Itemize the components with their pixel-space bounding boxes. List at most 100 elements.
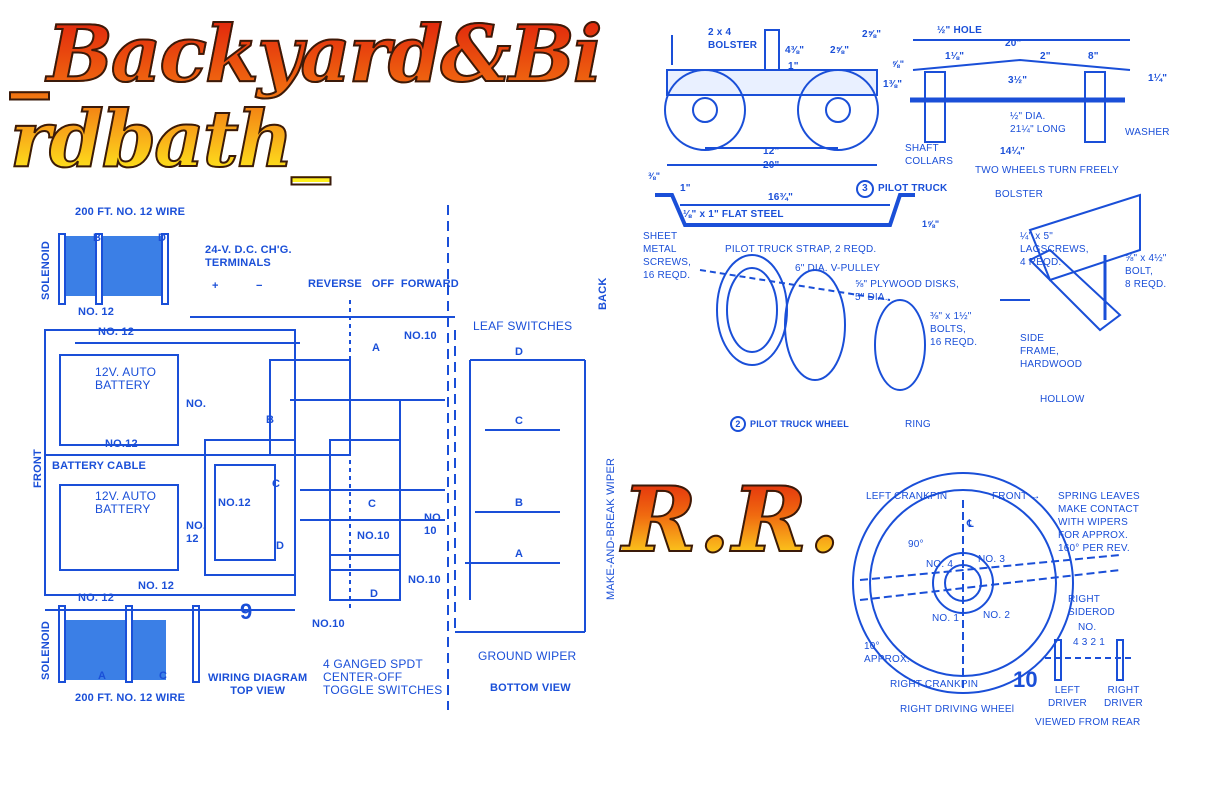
angle-90-label: 90° xyxy=(908,539,924,550)
switch-b-label: B xyxy=(266,414,275,426)
dimension-label: 20" xyxy=(763,160,780,171)
switch-d-label: D xyxy=(370,588,379,600)
front-arrow-label: FRONT → xyxy=(992,491,1041,502)
solenoid-top-label: SOLENOID xyxy=(40,240,52,300)
right-driving-wheel-label: RIGHT DRIVING WHEEl xyxy=(900,704,1015,715)
dimension-label: 16¾" xyxy=(768,192,794,203)
switch-positions-label: REVERSE OFF FORWARD xyxy=(308,278,459,290)
dimension-label: 1" xyxy=(788,61,799,72)
dimension-label: 1¼" xyxy=(1148,73,1168,84)
shaft-label: ½" DIA. 21¼" LONG xyxy=(1010,111,1066,135)
wire-gauge-label: NO. xyxy=(186,398,207,410)
battery-cable-label: BATTERY CABLE xyxy=(52,460,147,472)
washer-label: WASHER xyxy=(1125,127,1170,138)
bottom-view-caption: BOTTOM VIEW xyxy=(490,682,571,694)
figure-10-number: 10 xyxy=(1013,667,1038,692)
dimension-label: 1⅝" xyxy=(922,219,940,229)
left-crankpin-label: LEFT CRANKPIN xyxy=(866,491,948,502)
bolster-label: BOLSTER xyxy=(995,189,1044,200)
wire-gauge-label: NO.10 xyxy=(404,330,437,342)
wire-gauge-label: NO. 12 xyxy=(138,580,175,592)
leaf-c-label: C xyxy=(515,415,524,427)
figure-9-number: 9 xyxy=(240,599,253,624)
pin-order-label: 4 3 2 1 xyxy=(1073,637,1105,648)
dimension-label: 1⅜" xyxy=(883,79,903,90)
wire-gauge-label: NO.10 xyxy=(357,530,390,542)
terminals-label: 24-V. D.C. CH'G. TERMINALS xyxy=(205,244,292,269)
switch-c-label: C xyxy=(368,498,377,510)
ring-label: RING xyxy=(905,419,931,430)
switch-a-label: A xyxy=(372,342,381,354)
viewed-from-rear-label: VIEWED FROM REAR xyxy=(1035,717,1141,728)
coil-a-label: A xyxy=(98,670,107,682)
dimension-label: 2⅝" xyxy=(862,29,882,40)
wire-gauge-label: NO. 10 xyxy=(424,512,445,537)
leaf-a-label: A xyxy=(515,548,524,560)
bolster-2x4-label: 2 x 4 BOLSTER xyxy=(708,27,758,51)
dimension-label: 2⅝" xyxy=(830,45,850,56)
main-title: _Backyard&Birdbath_ xyxy=(9,11,625,183)
solenoid-top xyxy=(58,233,169,305)
pilot-truck-strap xyxy=(655,193,915,227)
front-label: FRONT xyxy=(32,449,44,488)
flat-steel-label: ⅛" x 1" FLAT STEEL xyxy=(683,209,784,220)
dimension-label: 4⅜" xyxy=(785,45,805,56)
dimension-label: 1⅛" xyxy=(945,51,965,62)
sheet-metal-screws-label: SHEET METAL SCREWS, 16 REQD. xyxy=(643,231,692,281)
wire-gauge-label: NO. 12 xyxy=(78,592,115,604)
bottom-view-lines xyxy=(455,359,586,633)
side-frame-label: SIDE FRAME, HARDWOOD xyxy=(1020,333,1083,370)
bolt-label: ⅝" x 4½" BOLT, 8 REQD. xyxy=(1125,253,1167,290)
leaf-b-label: B xyxy=(515,497,524,509)
coil-c-label: C xyxy=(159,670,168,682)
dimension-label: ⅝" xyxy=(892,59,905,69)
back-label: BACK xyxy=(597,277,609,310)
pilot-truck-axle xyxy=(910,39,1131,143)
pin-no3-label: NO. 3 xyxy=(978,554,1006,565)
centerline-symbol: ℄ xyxy=(967,519,974,530)
wiring-lines xyxy=(44,205,456,710)
relay-c-label: C xyxy=(272,478,281,490)
strap-label: PILOT TRUCK STRAP, 2 REQD. xyxy=(725,244,877,255)
pilot-truck-wheel-caption: PILOT TRUCK WHEEL xyxy=(750,419,849,429)
leaf-switches-label: LEAF SWITCHES xyxy=(473,319,573,333)
right-siderod-label: RIGHT SIDEROD xyxy=(1068,594,1115,618)
battery-1-label: 12V. AUTO BATTERY xyxy=(95,365,157,392)
bolster-assembly xyxy=(1000,193,1141,332)
wire-gauge-label: NO. 12 xyxy=(186,520,207,545)
solenoid-bottom-label: SOLENOID xyxy=(40,620,52,680)
dimension-label: 2" xyxy=(1040,51,1051,62)
dimension-label: ⅜" xyxy=(648,171,661,181)
plus-terminal: + xyxy=(212,280,219,292)
dimension-label: 8" xyxy=(1088,51,1099,62)
wiper-label: MAKE-AND-BREAK WIPER xyxy=(605,457,617,600)
pulley-label: 6" DIA. V-PULLEY xyxy=(795,263,881,274)
right-crankpin-label: RIGHT CRANKPIN xyxy=(890,679,979,690)
dimension-label: 1" xyxy=(680,183,691,194)
solenoid-bottom xyxy=(58,605,200,683)
plywood-disks-label: ⅝" PLYWOOD DISKS, 5" DIA. xyxy=(855,279,960,303)
dimension-label: 14¼" xyxy=(1000,146,1026,157)
lagscrews-label: ¼" x 5" LAGSCREWS, 4 REQD. xyxy=(1020,231,1089,268)
wire-gauge-label: NO.10 xyxy=(312,618,345,630)
ground-wiper-label: GROUND WIPER xyxy=(478,649,577,663)
pin-no2-label: NO. 2 xyxy=(983,610,1011,621)
wire-gauge-label: NO. 12 xyxy=(98,326,135,338)
wire-bottom-label: 200 FT. NO. 12 WIRE xyxy=(75,692,186,704)
wire-gauge-label: NO.12 xyxy=(105,438,138,450)
no-label: NO. xyxy=(1078,622,1097,633)
wire-gauge-label: NO. 12 xyxy=(78,306,115,318)
figure-3-badge: 3 xyxy=(856,180,874,198)
approx-10-label: 10° APPROX. xyxy=(864,641,910,665)
dimension-label: 12" xyxy=(763,146,780,157)
pin-no1-label: NO. 1 xyxy=(932,613,960,624)
shaft-collars-label: SHAFT COLLARS xyxy=(905,143,954,167)
left-driver-label: LEFT DRIVER xyxy=(1048,685,1087,709)
figure-2-badge: 2 xyxy=(730,416,746,432)
hole-label: ½" HOLE xyxy=(937,25,983,36)
pilot-truck-wheel xyxy=(699,254,926,391)
hollow-label: HOLLOW xyxy=(1040,394,1085,405)
pilot-truck-caption: PILOT TRUCK xyxy=(878,183,948,194)
